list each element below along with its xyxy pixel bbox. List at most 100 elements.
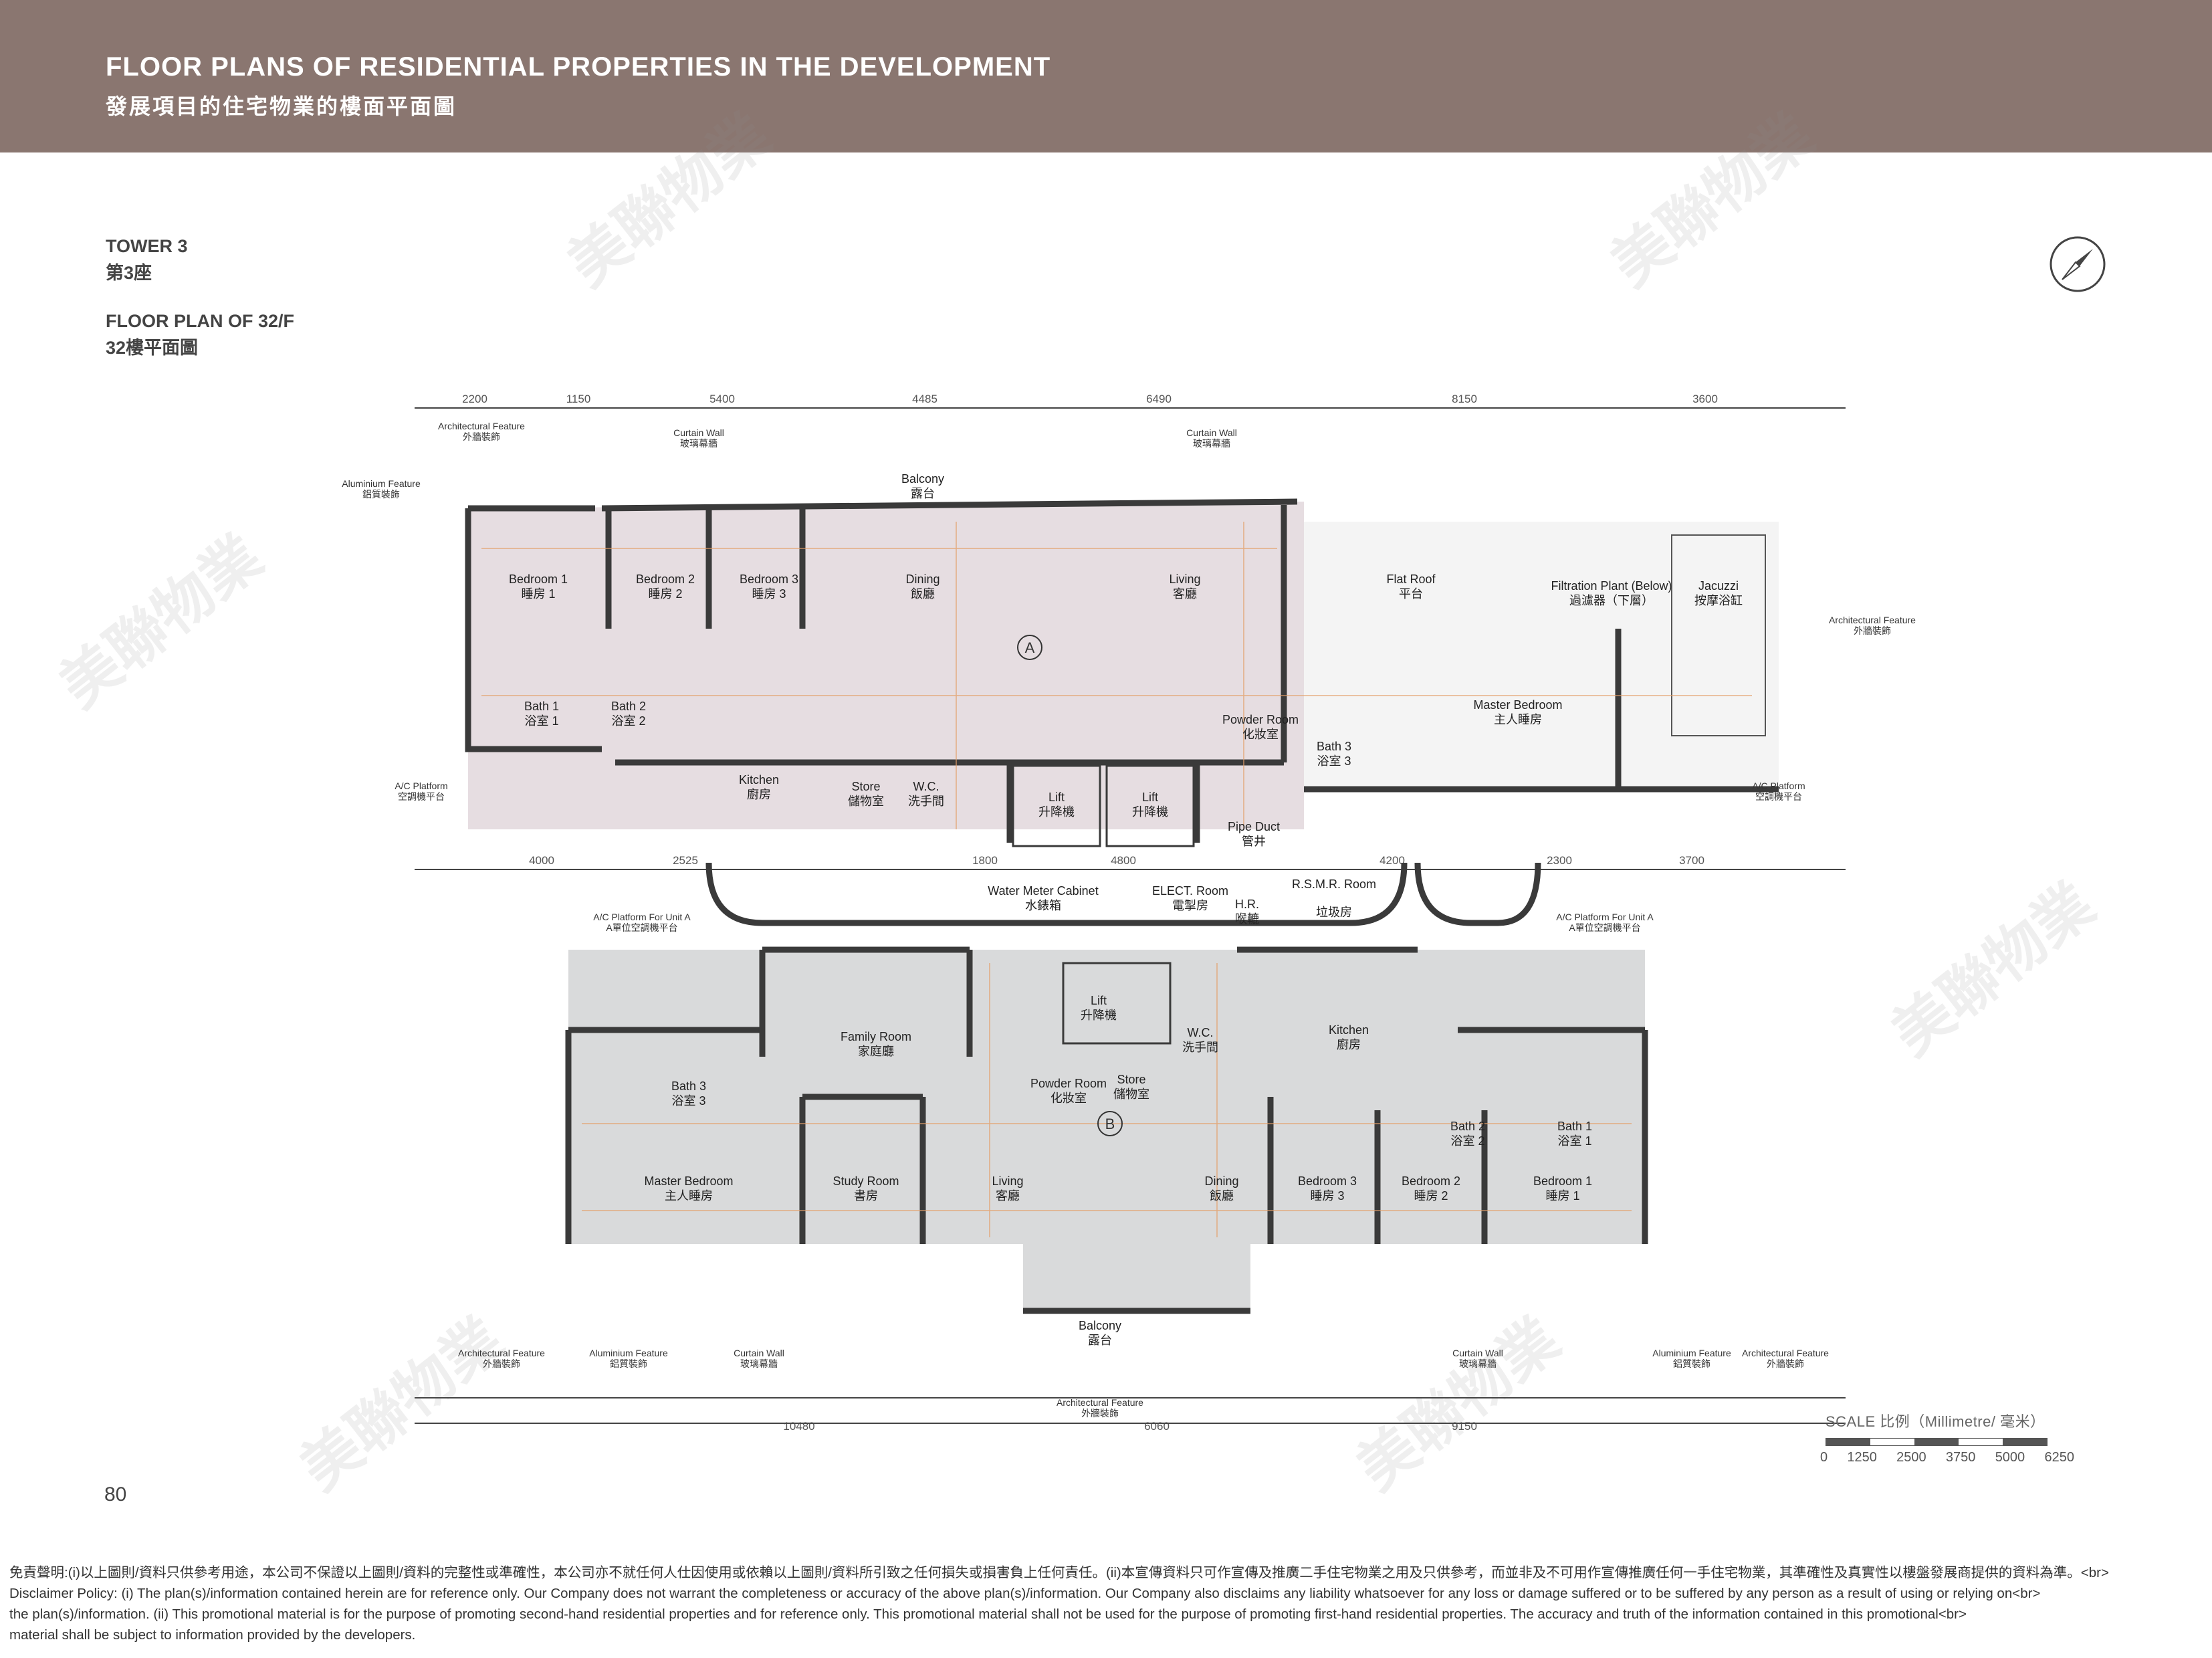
dim-mid-5: 4200: [1379, 854, 1405, 867]
b-balcony-zh: 露台: [1088, 1334, 1112, 1347]
a-store-zh: 儲物室: [848, 795, 884, 808]
b-bedroom1: Bedroom 1: [1533, 1174, 1592, 1188]
dim-mid-7: 3700: [1679, 854, 1704, 867]
a-bath1-zh: 浴室 1: [524, 714, 558, 728]
north-arrow-icon: [2050, 236, 2106, 292]
b-bath1-zh: 浴室 1: [1557, 1134, 1591, 1148]
a-bath2-zh: 浴室 2: [611, 714, 645, 728]
dim-mid-1: 4000: [529, 854, 554, 867]
watermark: 美聯物業: [47, 522, 274, 720]
b-bath1: Bath 1: [1557, 1120, 1592, 1133]
a-bath3-zh: 浴室 3: [1317, 754, 1351, 768]
a-kitchen: Kitchen: [739, 773, 779, 787]
a-master: Master Bedroom: [1473, 698, 1562, 712]
lift-1-zh: 升降機: [1038, 805, 1075, 819]
callout-alum-3: Aluminium Feature: [1652, 1348, 1731, 1358]
b-living-zh: 客廳: [996, 1189, 1020, 1203]
a-kitchen-zh: 廚房: [747, 787, 771, 801]
a-flat-roof: Flat Roof: [1386, 573, 1436, 586]
callout-arch-1-zh: 外牆裝飾: [463, 431, 500, 442]
callout-alum-2-zh: 鋁質裝飾: [610, 1358, 647, 1369]
hose-reel: H.R.: [1235, 898, 1259, 911]
disclaimer-line: material shall be subject to information…: [9, 1627, 416, 1643]
a-bedroom2-zh: 睡房 2: [648, 587, 682, 601]
header-banner: FLOOR PLANS OF RESIDENTIAL PROPERTIES IN…: [0, 0, 2212, 152]
dim-top-1: 2200: [462, 393, 487, 405]
b-bath3: Bath 3: [671, 1079, 706, 1093]
lift-2-zh: 升降機: [1132, 805, 1168, 819]
b-bedroom2: Bedroom 2: [1402, 1174, 1460, 1188]
callout-arch-4-zh: 外牆裝飾: [1767, 1358, 1804, 1369]
dim-mid-6: 2300: [1547, 854, 1572, 867]
callout-arch-2-zh: 外牆裝飾: [1854, 625, 1891, 636]
pipe-duct-zh: 管井: [1242, 835, 1266, 848]
b-study-zh: 書房: [854, 1189, 878, 1203]
a-bedroom3-zh: 睡房 3: [752, 587, 786, 601]
b-bath2: Bath 2: [1450, 1120, 1485, 1133]
a-filtration: Filtration Plant (Below): [1551, 579, 1672, 593]
a-dining: Dining: [905, 573, 939, 586]
scale-ticks: 0 1250 2500 3750 5000 6250: [1820, 1450, 2074, 1465]
dim-top-6: 8150: [1452, 393, 1477, 405]
a-bath2: Bath 2: [611, 700, 646, 713]
callout-ac-a-2: A/C Platform For Unit A: [1556, 912, 1654, 922]
floor-label: FLOOR PLAN OF 32/F 32樓平面圖: [106, 308, 294, 361]
page-title: FLOOR PLANS OF RESIDENTIAL PROPERTIES IN…: [106, 52, 1051, 82]
a-living-zh: 客廳: [1173, 587, 1197, 601]
callout-ac-a-2-zh: A單位空調機平台: [1569, 922, 1640, 933]
water-meter-zh: 水錶箱: [1025, 899, 1061, 912]
b-family: Family Room: [841, 1030, 911, 1043]
dim-bottom-2: 6060: [1144, 1420, 1170, 1433]
a-powder-zh: 化妝室: [1242, 728, 1279, 741]
unit-a-letter: A: [1025, 639, 1035, 656]
elect-room: ELECT. Room: [1152, 884, 1228, 898]
callout-curtain-2: Curtain Wall: [1186, 427, 1237, 438]
unit-b-marker: [1097, 1111, 1123, 1136]
callout-arch-5-zh: 外牆裝飾: [1081, 1408, 1119, 1419]
scale-tick: 1250: [1847, 1450, 1877, 1465]
a-powder: Powder Room: [1222, 713, 1299, 726]
callout-ac-1-zh: 空調機平台: [398, 791, 445, 802]
dim-top-2: 1150: [566, 393, 591, 405]
a-balcony: Balcony: [901, 472, 944, 486]
b-bedroom3: Bedroom 3: [1298, 1174, 1357, 1188]
callout-curtain-4: Curtain Wall: [1452, 1348, 1503, 1358]
unit-b: [565, 946, 1648, 1314]
lift-1: Lift: [1048, 791, 1065, 804]
hose-reel-zh: 喉轆: [1235, 912, 1259, 926]
a-bedroom1: Bedroom 1: [509, 573, 568, 586]
b-kitchen: Kitchen: [1329, 1023, 1369, 1037]
disclaimer: 免責聲明:(i)以上圖則/資料只供參考用途，本公司不保證以上圖則/資料的完整性或…: [9, 1562, 2196, 1645]
tower-en: TOWER 3: [106, 236, 188, 256]
b-master-zh: 主人睡房: [665, 1189, 713, 1203]
unit-a: [465, 498, 1779, 926]
a-dining-zh: 飯廳: [911, 587, 935, 601]
tower-label: TOWER 3 第3座: [106, 233, 188, 286]
b-kitchen-zh: 廚房: [1337, 1037, 1361, 1051]
scale-bar: SCALE 比例（Millimetre/ 毫米） 0 1250 2500 375…: [1820, 1410, 2080, 1465]
callout-ac-a-1: A/C Platform For Unit A: [593, 912, 691, 922]
dim-mid-3: 1800: [972, 854, 998, 867]
callout-ac-2: A/C Platform: [1752, 781, 1805, 791]
b-wc-zh: 洗手間: [1182, 1041, 1218, 1054]
rsmr-room: R.S.M.R. Room: [1292, 877, 1376, 891]
a-bath1: Bath 1: [524, 700, 559, 713]
scale-tick: 2500: [1896, 1450, 1926, 1465]
b-living: Living: [992, 1174, 1023, 1188]
a-wc: W.C.: [913, 780, 939, 793]
page-number: 80: [104, 1483, 127, 1506]
callout-arch-4: Architectural Feature: [1742, 1348, 1829, 1358]
b-bath2-zh: 浴室 2: [1450, 1134, 1484, 1148]
b-powder-zh: 化妝室: [1050, 1092, 1087, 1105]
tower-zh: 第3座: [106, 263, 152, 283]
scale-tick: 0: [1820, 1450, 1828, 1465]
callout-alum-1-zh: 鋁質裝飾: [362, 489, 400, 500]
callout-arch-5: Architectural Feature: [1057, 1397, 1143, 1408]
callout-ac-a-1-zh: A單位空調機平台: [606, 922, 677, 933]
dim-top-3: 5400: [709, 393, 735, 405]
scale-bar-graphic: [1826, 1438, 2048, 1446]
b-bedroom3-zh: 睡房 3: [1310, 1189, 1344, 1203]
b-bath3-zh: 浴室 3: [671, 1094, 705, 1108]
b-wc: W.C.: [1188, 1026, 1214, 1039]
b-dining: Dining: [1204, 1174, 1238, 1188]
